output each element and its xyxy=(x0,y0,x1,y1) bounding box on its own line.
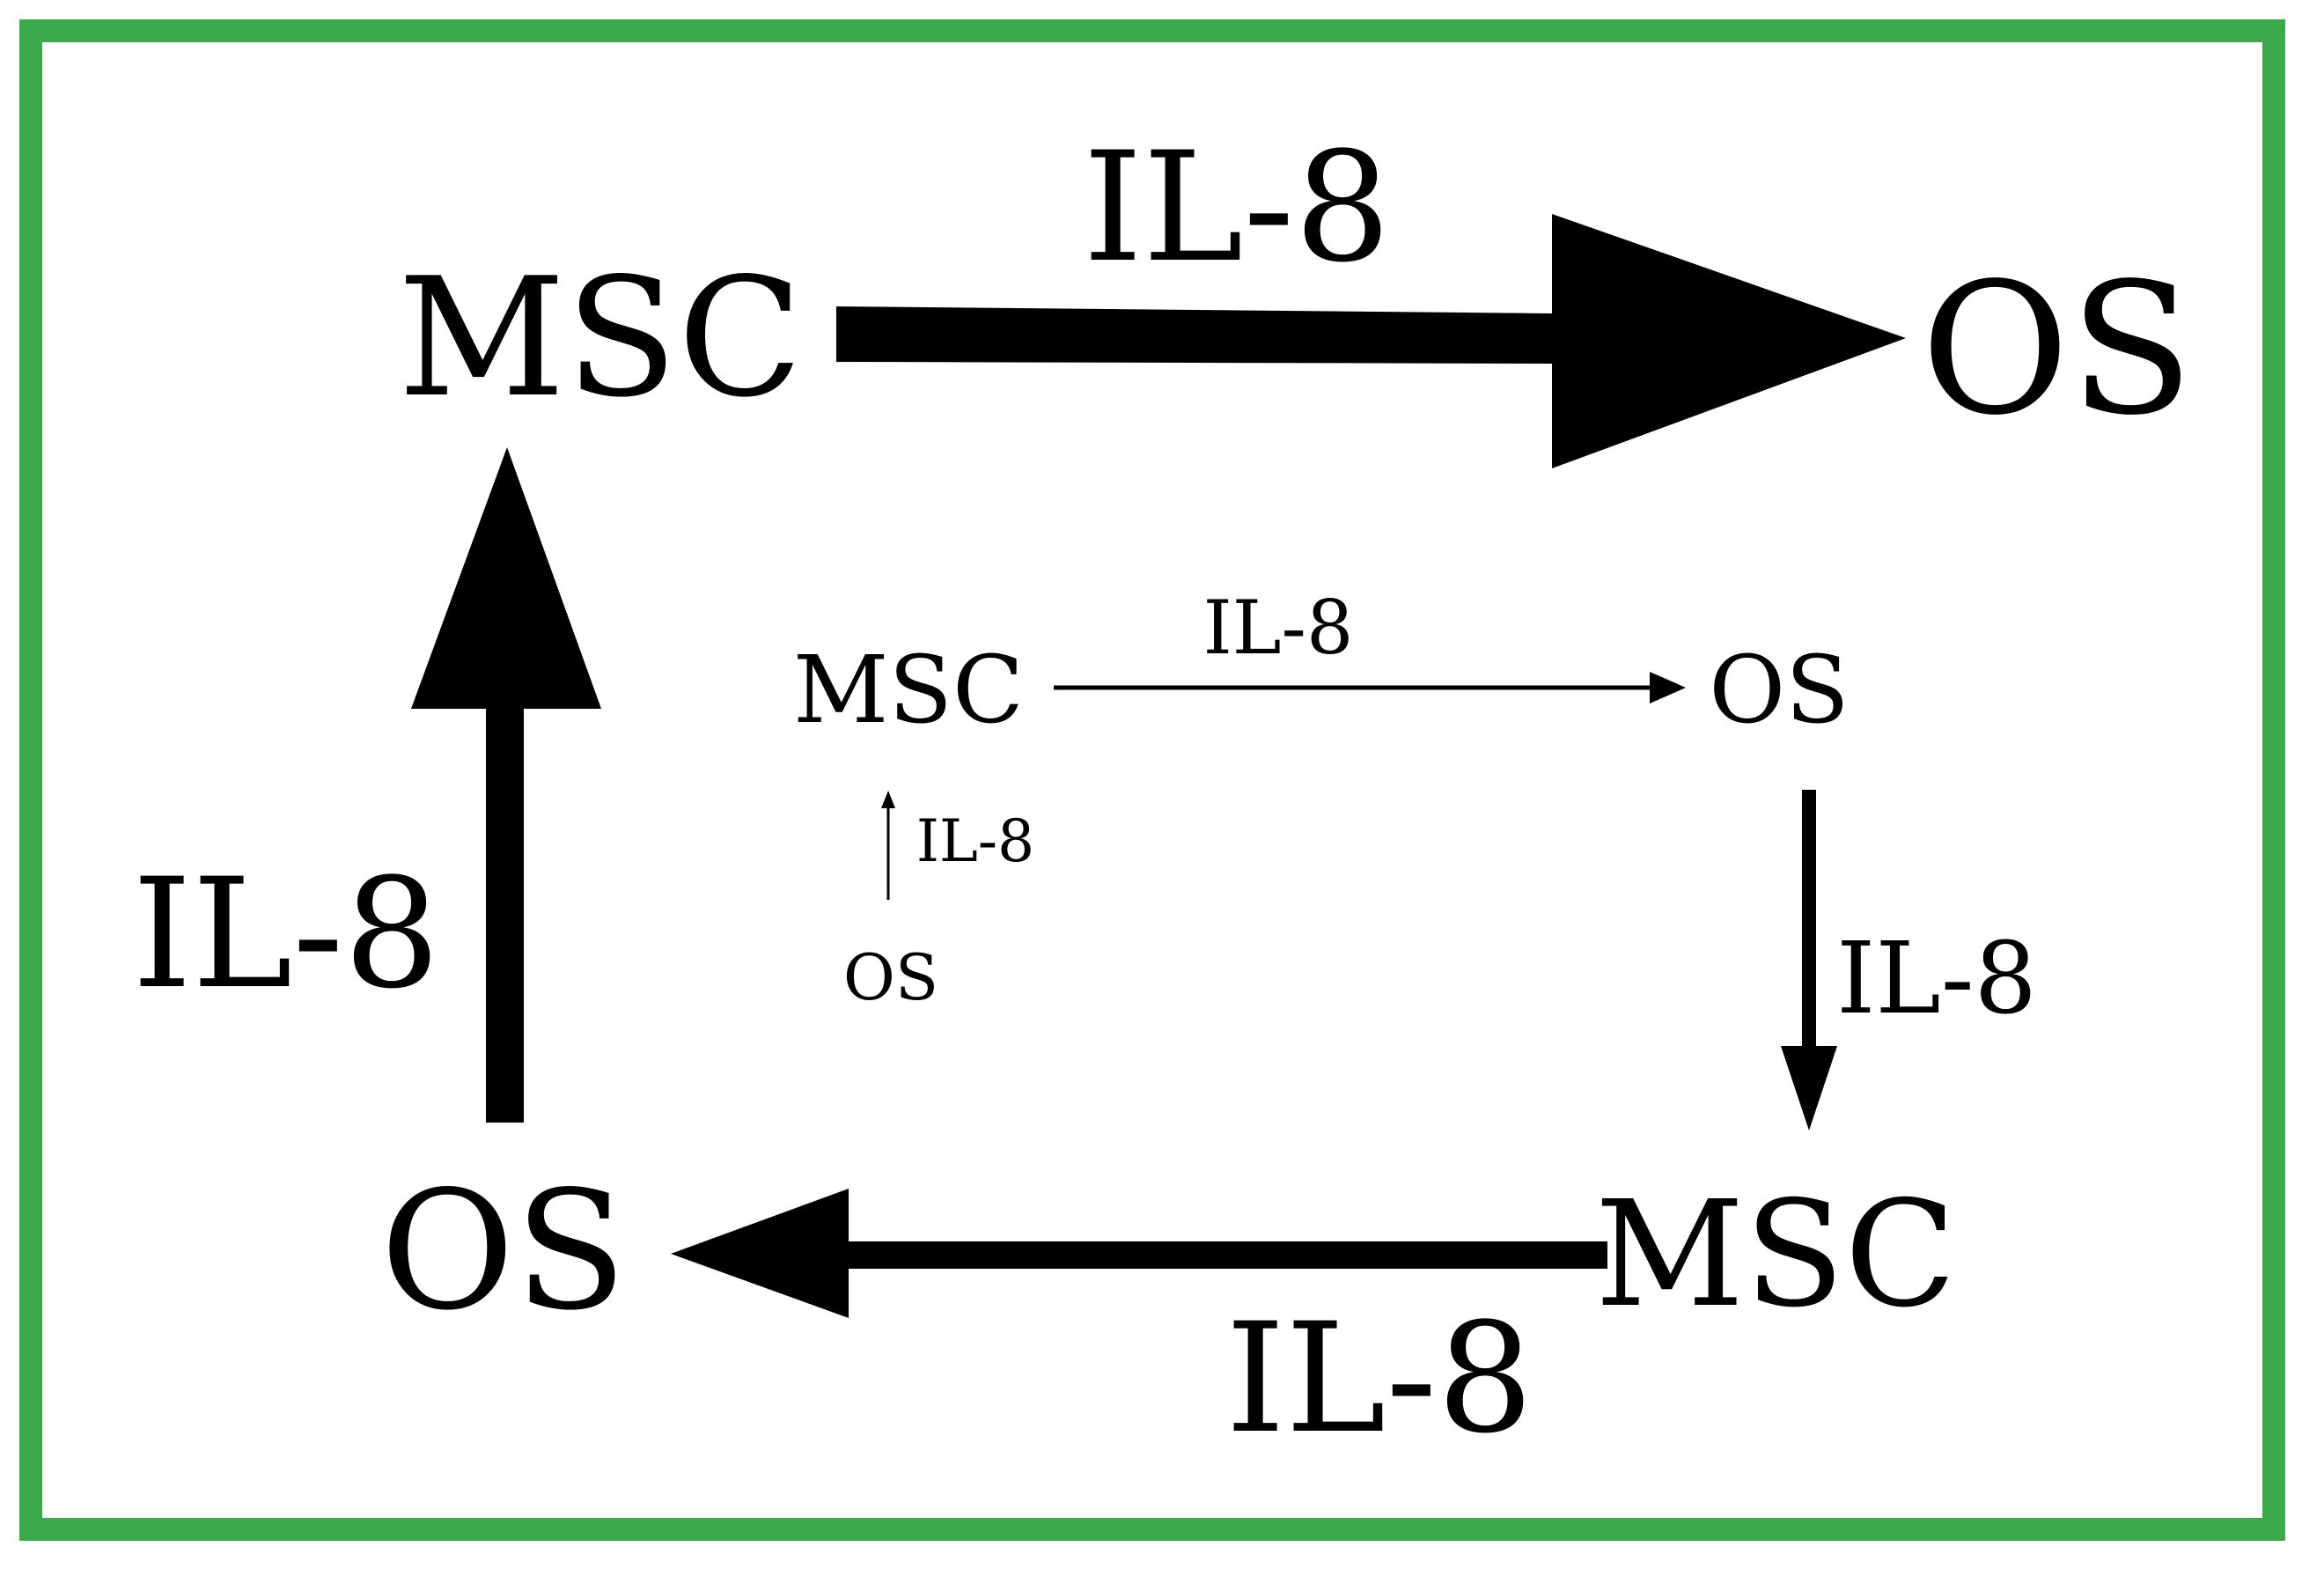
outer-left-arrow xyxy=(411,447,601,1123)
inner-top-arrow-head xyxy=(1650,672,1686,703)
inner-right-arrow-shaft xyxy=(1802,790,1816,1049)
outer-msc-bottom-node: MSC xyxy=(1595,1170,1957,1340)
outer-top-il8-label: IL-8 xyxy=(1083,119,1391,296)
outer-bottom-il8-label: IL-8 xyxy=(1225,1290,1533,1467)
inner-os-right-node: OS xyxy=(1709,636,1850,744)
inner-msc-node: MSC xyxy=(793,636,1024,744)
inner-left-il8-label: IL-8 xyxy=(916,807,1034,875)
inner-left-arrow-head xyxy=(881,791,895,808)
inner-right-arrow-head xyxy=(1781,1046,1837,1130)
outer-msc-top-node: MSC xyxy=(398,242,803,433)
inner-right-il8-label: IL-8 xyxy=(1836,922,2037,1036)
outer-left-il8-label: IL-8 xyxy=(132,845,440,1022)
diagram-frame xyxy=(19,19,2285,1541)
outer-bottom-arrow xyxy=(671,1189,1607,1318)
outer-top-arrow xyxy=(836,214,1906,468)
inner-os-bottom-node: OS xyxy=(843,940,938,1014)
outer-os-right-node: OS xyxy=(1921,244,2194,455)
outer-os-left-node: OS xyxy=(380,1155,627,1346)
inner-top-il8-label: IL-8 xyxy=(1203,585,1354,671)
